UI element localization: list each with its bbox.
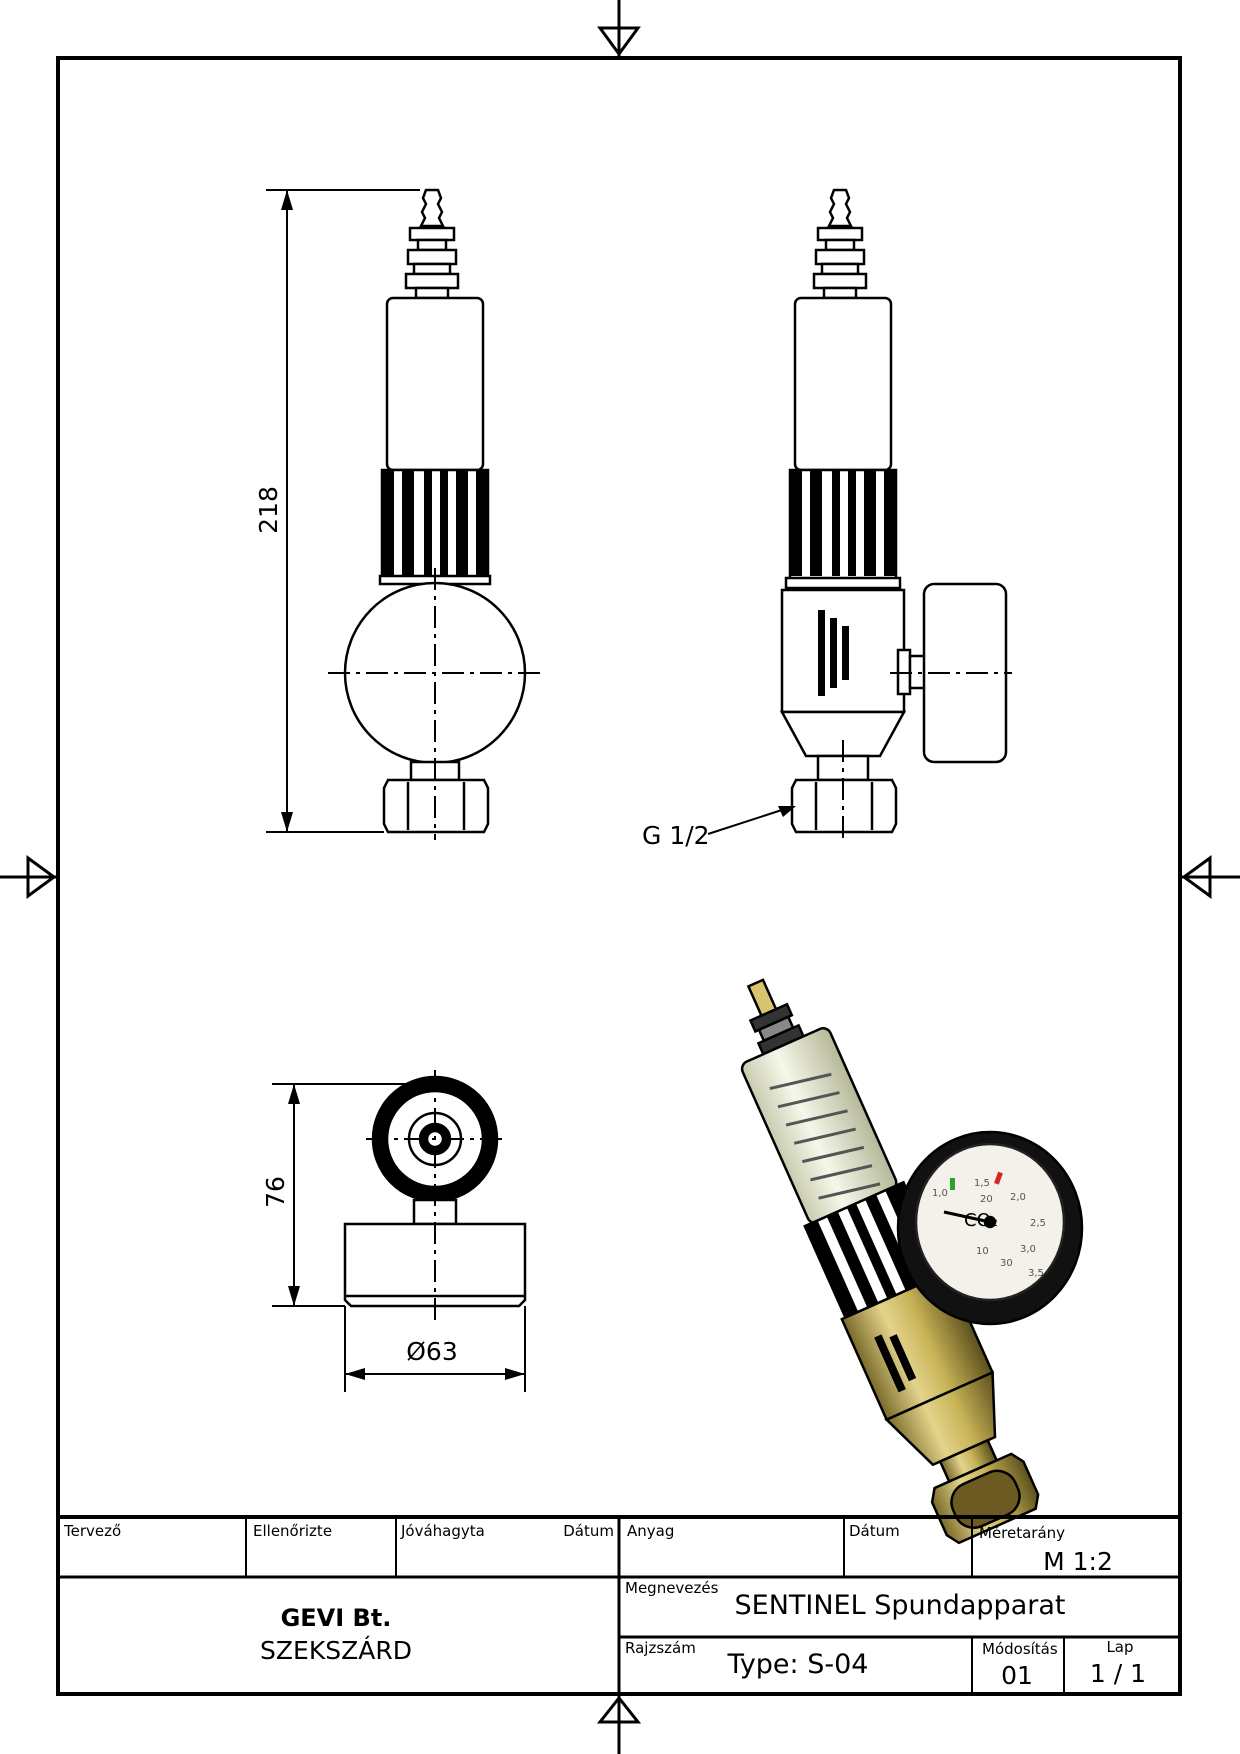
dimension-height-top [272, 1083, 425, 1307]
material-label: Anyag [627, 1522, 674, 1540]
revision-label: Módosítás [982, 1640, 1058, 1658]
isometric-view: 1,0 1,5 2,0 2,5 3,0 3,5 20 10 30 CO₂ [740, 978, 1084, 1545]
thread-label: G 1/2 [642, 821, 710, 850]
dimension-diameter [344, 1306, 526, 1392]
front-view-centerlines [328, 568, 542, 840]
name-label: Megnevezés [625, 1579, 719, 1597]
sheet-value: 1 / 1 [1090, 1659, 1146, 1688]
dimension-height-front [266, 189, 420, 833]
svg-text:2,5: 2,5 [1030, 1218, 1046, 1229]
revision-value: 01 [1001, 1661, 1033, 1690]
side-view [779, 188, 1008, 834]
company-name: GEVI Bt. [281, 1604, 392, 1632]
svg-text:2,0: 2,0 [1010, 1192, 1026, 1203]
company-city: SZEKSZÁRD [260, 1636, 412, 1665]
top-view-centerlines [366, 1070, 504, 1320]
dimension-63-label: Ø63 [406, 1337, 458, 1366]
drawing-number: Type: S-04 [727, 1649, 869, 1680]
svg-text:3,0: 3,0 [1020, 1244, 1036, 1255]
svg-text:30: 30 [1000, 1258, 1013, 1269]
svg-text:10: 10 [976, 1246, 989, 1257]
thread-leader [707, 806, 796, 835]
designer-label: Tervező [63, 1522, 121, 1540]
scale-label: Méretarány [979, 1524, 1065, 1542]
dimension-76-label: 76 [261, 1176, 290, 1208]
part-name: SENTINEL Spundapparat [735, 1590, 1066, 1621]
dimension-218-label: 218 [254, 486, 283, 534]
side-view-centerlines [842, 672, 1012, 840]
svg-text:20: 20 [980, 1194, 993, 1205]
drawing-number-label: Rajzszám [625, 1639, 696, 1657]
approved-label: Jóváhagyta [400, 1522, 485, 1540]
svg-text:3,5: 3,5 [1028, 1268, 1044, 1279]
scale-value: M 1:2 [1043, 1547, 1113, 1576]
sheet-label: Lap [1106, 1638, 1133, 1656]
svg-text:1,5: 1,5 [974, 1178, 990, 1189]
date-label: Dátum [563, 1522, 614, 1540]
gauge-co2-label: CO₂ [964, 1210, 998, 1231]
date2-label: Dátum [849, 1522, 900, 1540]
title-block [58, 1515, 1180, 1694]
svg-text:1,0: 1,0 [932, 1188, 948, 1199]
checked-label: Ellenőrizte [253, 1522, 332, 1540]
